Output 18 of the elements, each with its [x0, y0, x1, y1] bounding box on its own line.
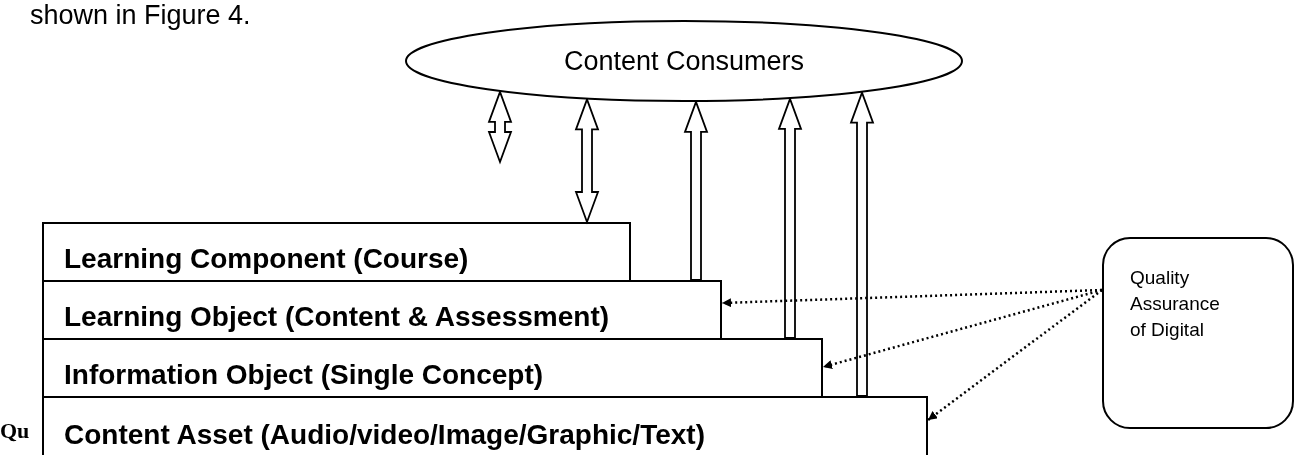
layer-box — [42, 338, 823, 398]
block-arrow — [777, 96, 803, 339]
node-label: Content Consumers — [563, 45, 805, 77]
document-text: Qu — [0, 418, 30, 444]
node-label: Learning Component (Course) — [64, 242, 469, 276]
node-label: Learning Object (Content & Assessment) — [64, 300, 610, 334]
document-text: shown in Figure 4. — [30, 0, 251, 31]
rounded-box — [1102, 237, 1294, 429]
layer-box — [42, 280, 722, 340]
node-label: Content Asset (Audio/video/Image/Graphic/Text) — [64, 418, 705, 452]
node-label: Information Object (Single Concept) — [64, 358, 544, 392]
double-headed-arrow — [487, 89, 513, 165]
layer-box — [42, 396, 928, 455]
block-arrow — [683, 99, 709, 281]
dotted-arrow — [927, 289, 1103, 421]
node-label: Quality Assurance of Digital — [1130, 266, 1220, 342]
layer-box — [42, 222, 631, 282]
dotted-arrow — [822, 288, 1103, 369]
